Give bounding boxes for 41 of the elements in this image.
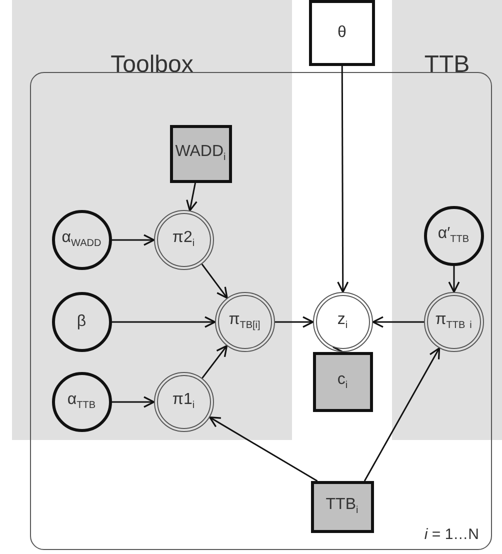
variable-box [309, 0, 375, 66]
variable-label: z$_{i}$ [337, 311, 348, 332]
arrow [337, 66, 349, 293]
deterministic-node [154, 210, 214, 270]
variable-label: WADD$_{i}$ [175, 143, 226, 164]
arrow [275, 316, 314, 328]
parameter-node [52, 292, 112, 352]
arrow [112, 396, 155, 408]
arrow [364, 347, 440, 482]
variable-label: α$_{WADD}$ [62, 229, 102, 250]
variable-label: π1$_{i}$ [172, 391, 195, 412]
panel-title: Toolbox [110, 52, 194, 78]
deterministic-node [154, 372, 214, 432]
variable-label: β [76, 312, 86, 330]
deterministic-node [424, 292, 484, 352]
variable-box [310, 480, 374, 532]
plate-label: i = 1…N [424, 526, 479, 543]
parameter-node [52, 210, 112, 270]
variable-label: c$_{i}$ [337, 371, 348, 392]
parameter-node [52, 372, 112, 432]
panel-title: TTB [424, 52, 470, 78]
variable-label: TTB$_{i}$ [326, 496, 358, 517]
arrow [209, 416, 318, 482]
arrow [112, 234, 155, 246]
variable-box [170, 124, 232, 182]
arrow [186, 182, 198, 212]
variable-box [312, 352, 372, 412]
variable-label: α′$_{TTB}$ [438, 225, 470, 246]
arrow [202, 345, 228, 379]
plate-frame [30, 72, 492, 550]
arrow [372, 316, 424, 328]
variable-label: π$_{TB[i]}$ [228, 311, 260, 332]
arrow [201, 264, 228, 299]
variable-label: α$_{TTB}$ [67, 391, 96, 412]
parameter-node [424, 206, 484, 266]
arrow [332, 346, 344, 353]
variable-label: θ [338, 24, 346, 42]
arrow [448, 266, 460, 293]
variable-label: π2$_{i}$ [172, 229, 195, 250]
arrow [112, 316, 216, 328]
deterministic-node [214, 292, 274, 352]
